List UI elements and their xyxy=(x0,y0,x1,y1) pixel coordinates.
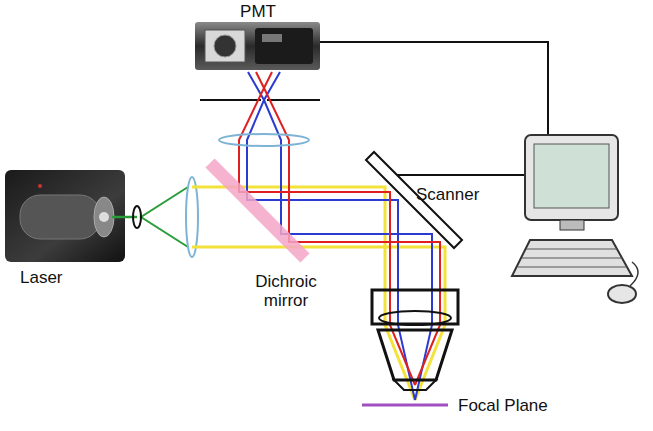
lens xyxy=(133,206,141,228)
part-label: Dichroic mirror xyxy=(232,272,340,310)
lens xyxy=(219,134,309,146)
pinhole-plate xyxy=(267,99,320,101)
computer xyxy=(512,135,638,303)
signal-wire xyxy=(320,42,548,135)
signal-wire xyxy=(383,174,525,176)
pmt-detector xyxy=(195,22,320,70)
dichroic-mirror xyxy=(210,163,305,258)
part-label: Scanner xyxy=(416,185,516,204)
laser-beam xyxy=(141,187,188,247)
part-label: PMT xyxy=(230,2,286,21)
lens xyxy=(186,177,198,257)
part-label: Focal Plane xyxy=(458,396,588,415)
laser-source xyxy=(5,170,125,262)
objective-lens xyxy=(372,290,458,390)
focal-plane xyxy=(362,404,448,407)
pinhole-plate xyxy=(200,99,261,101)
part-label: Laser xyxy=(20,268,100,287)
